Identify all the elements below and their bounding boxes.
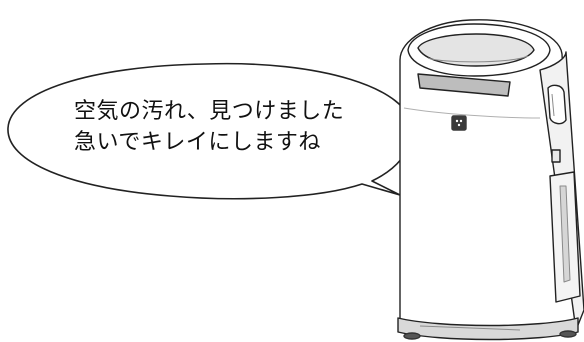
wheel-left xyxy=(403,332,421,340)
top-vent xyxy=(417,33,535,67)
speech-line-2: 急いでキレイにしますね xyxy=(74,130,321,155)
speech-line-1: 空気の汚れ、見つけました xyxy=(74,99,345,124)
side-handle xyxy=(547,84,567,125)
front-panel-seam xyxy=(403,107,541,119)
sharp-logo-badge-icon xyxy=(451,115,467,131)
air-purifier xyxy=(397,19,584,341)
top-vent-line xyxy=(427,55,529,63)
side-indicator xyxy=(551,149,561,163)
speech-bubble-text: 空気の汚れ、見つけました 急いでキレイにしますね xyxy=(74,96,374,158)
wheel-right xyxy=(559,330,577,338)
base-groove xyxy=(419,325,521,331)
water-level-slot xyxy=(559,185,571,283)
display-band xyxy=(417,73,511,97)
